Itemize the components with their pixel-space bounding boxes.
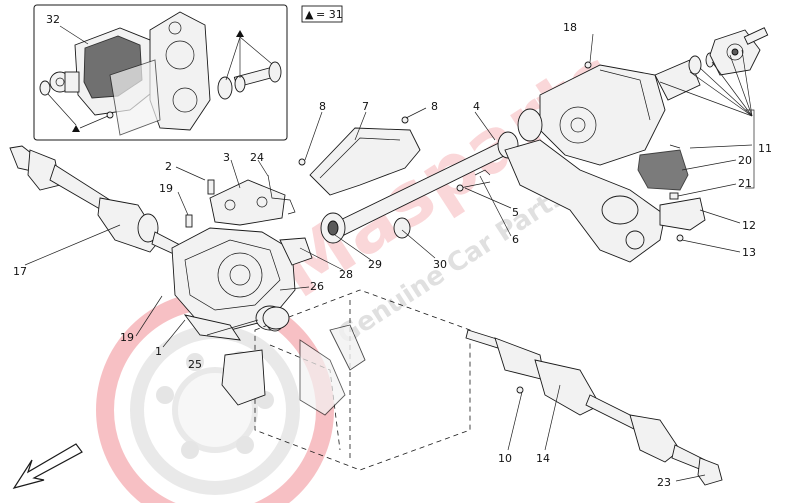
- right-half-shaft: [465, 329, 723, 486]
- callout-11: 11: [758, 142, 772, 155]
- triangle-marker-icon: [236, 30, 244, 37]
- callout-8a: 8: [319, 100, 326, 113]
- subframe-right: [504, 139, 706, 263]
- transfer-case: [517, 27, 769, 166]
- callout-19b: 19: [120, 331, 134, 344]
- heat-shield: [298, 116, 421, 196]
- callout-7: 7: [362, 100, 369, 113]
- callout-3: 3: [223, 151, 230, 164]
- triangle-marker-icon: [72, 125, 80, 132]
- inset-label-32: 32: [46, 13, 60, 26]
- callout-4: 4: [473, 100, 480, 113]
- callout-12: 12: [742, 219, 756, 232]
- bolts: [456, 169, 491, 192]
- callout-8b: 8: [431, 100, 438, 113]
- callout-17: 17: [13, 265, 27, 278]
- engine-cradle: [221, 289, 471, 471]
- callout-29: 29: [368, 258, 382, 271]
- callout-6: 6: [512, 233, 519, 246]
- callout-10: 10: [498, 452, 512, 465]
- callout-28: 28: [339, 268, 353, 281]
- callout-26: 26: [310, 280, 324, 293]
- callout-30: 30: [433, 258, 447, 271]
- callout-labels: 1 2 3 4 5 6 7 8 8 10 11 12 13 14 17 18 1…: [13, 21, 772, 489]
- actuator: [637, 144, 689, 200]
- callout-24: 24: [250, 151, 264, 164]
- mounting-bracket: [185, 174, 296, 228]
- callout-2: 2: [165, 160, 172, 173]
- direction-arrow-icon: [12, 443, 83, 489]
- legend-symbol: ▲: [305, 8, 314, 21]
- leader-lines: [24, 33, 755, 482]
- callout-20: 20: [738, 154, 752, 167]
- callout-18: 18: [563, 21, 577, 34]
- callout-14: 14: [536, 452, 550, 465]
- left-half-shaft: [9, 145, 181, 256]
- callout-13: 13: [742, 246, 756, 259]
- legend-text: = 31: [316, 8, 343, 21]
- callout-5: 5: [512, 206, 519, 219]
- callout-1: 1: [155, 345, 162, 358]
- inset-box: 32: [33, 4, 288, 141]
- callout-19a: 19: [159, 182, 173, 195]
- callout-23: 23: [657, 476, 671, 489]
- callout-25: 25: [188, 358, 202, 371]
- callout-21: 21: [738, 177, 752, 190]
- legend-box: ▲ = 31: [301, 5, 343, 23]
